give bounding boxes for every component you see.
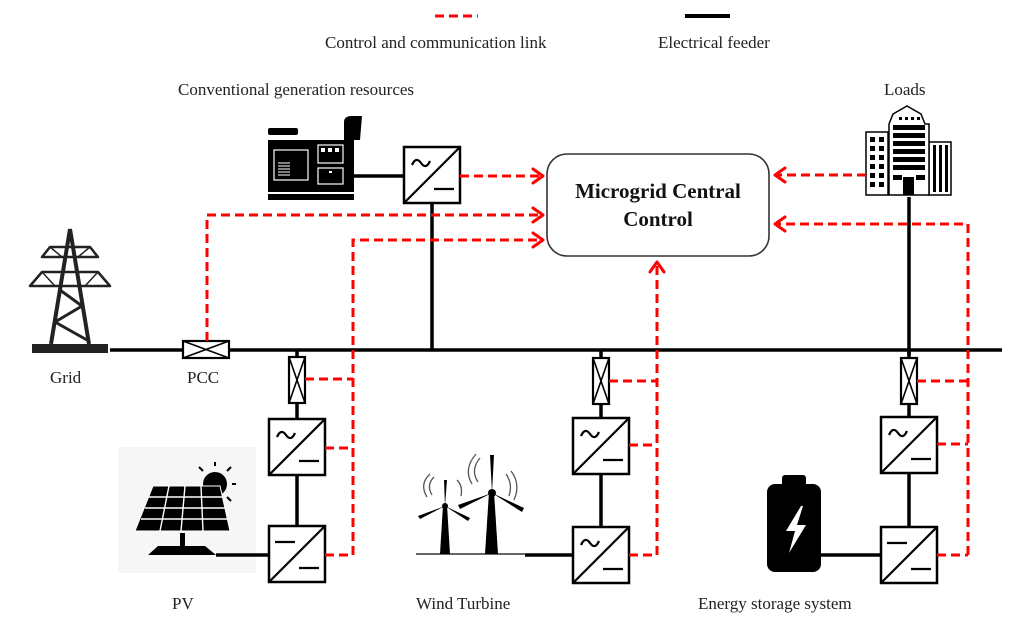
storage-dc-converter — [879, 525, 939, 585]
generator-icon — [268, 116, 362, 200]
pv-inverter — [267, 417, 327, 477]
label-loads: Loads — [884, 80, 926, 99]
label-grid: Grid — [50, 368, 82, 387]
label-conventional: Conventional generation resources — [178, 80, 414, 99]
label-storage: Energy storage system — [698, 594, 852, 613]
microgrid-central-control[interactable]: Microgrid Central Control — [546, 153, 770, 257]
wind-converter-2 — [571, 525, 631, 585]
storage-breaker — [899, 356, 919, 406]
storage-inverter — [879, 415, 939, 475]
legend-feeder-label: Electrical feeder — [658, 33, 770, 52]
transmission-tower-icon — [28, 228, 112, 353]
mcc-title-line2: Control — [623, 207, 693, 231]
battery-icon — [767, 475, 821, 572]
label-pcc: PCC — [187, 368, 219, 387]
pcc-breaker[interactable] — [181, 339, 231, 360]
wind-breaker — [591, 356, 611, 406]
control-links — [205, 166, 970, 557]
mcc-title-line1: Microgrid Central — [575, 179, 741, 203]
building-icon — [865, 105, 952, 196]
label-wind: Wind Turbine — [416, 594, 510, 613]
wind-turbine-icon — [416, 453, 573, 557]
pv-dc-converter — [267, 524, 327, 584]
wind-converter-1 — [571, 416, 631, 476]
legend: Control and communication link Electrica… — [325, 14, 770, 52]
legend-control-label: Control and communication link — [325, 33, 547, 52]
solar-panel-icon — [118, 447, 256, 573]
label-pv: PV — [172, 594, 194, 613]
generator-converter — [402, 145, 462, 205]
pv-breaker — [287, 355, 307, 405]
